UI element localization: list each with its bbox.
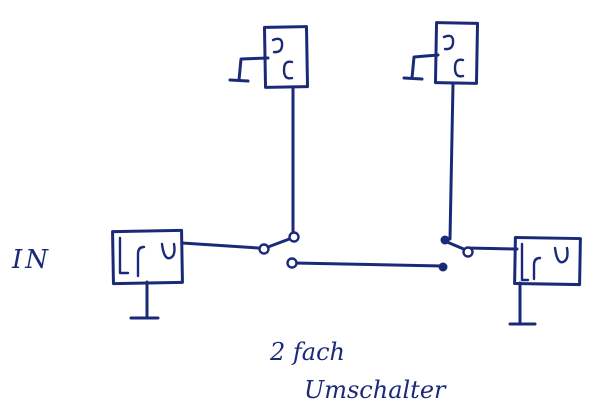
- effect-jack-a: [228, 25, 310, 89]
- switch-pole-left: [258, 231, 300, 269]
- caption-line-2: Umschalter: [304, 376, 447, 404]
- input-jack: [111, 228, 184, 320]
- switch-pole-right: [438, 235, 474, 272]
- output-jack: [508, 235, 582, 326]
- input-label: IN: [11, 245, 51, 275]
- effect-jack-b: [402, 21, 480, 85]
- wiring: [180, 82, 519, 268]
- caption-line-1: 2 fach: [269, 338, 345, 366]
